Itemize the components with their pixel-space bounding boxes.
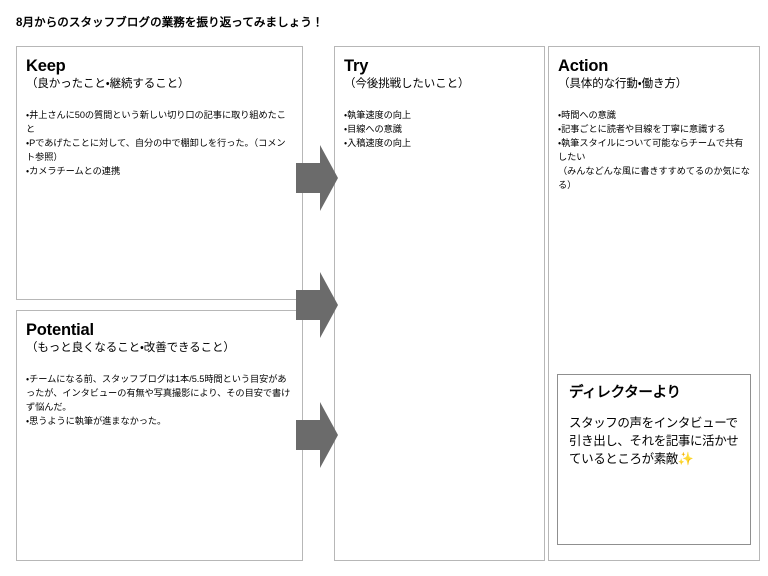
panel-potential-body: ・チームになる前、スタッフブログは1本/5.5時間という目安があったが、インタビ…	[26, 373, 291, 426]
panel-try-subtitle: （今後挑戦したいこと）	[344, 78, 470, 91]
arrow-middle-to-try-icon	[296, 272, 338, 338]
panel-try-body: ・執筆速度の向上 ・目線への意識 ・入稿速度の向上	[344, 109, 412, 148]
panel-try: Try （今後挑戦したいこと） ・執筆速度の向上 ・目線への意識 ・入稿速度の向…	[334, 46, 545, 561]
director-comment-body: スタッフの声をインタビューで引き出し、それを記事に活かせているところが素敵✨	[569, 415, 740, 469]
panel-potential-title: Potential	[26, 321, 94, 339]
panel-action-inner: Action （具体的な行動・働き方） ・時間への意識 ・記事ごとに読者や目線を…	[549, 47, 759, 193]
panel-keep: Keep （良かったこと・継続すること） ・井上さんに50の質問という新しい切り…	[16, 46, 303, 300]
panel-action-subtitle: （具体的な行動・働き方）	[558, 78, 688, 91]
panel-keep-inner: Keep （良かったこと・継続すること） ・井上さんに50の質問という新しい切り…	[17, 47, 302, 179]
panel-action-title: Action	[558, 57, 609, 75]
panel-try-inner: Try （今後挑戦したいこと） ・執筆速度の向上 ・目線への意識 ・入稿速度の向…	[335, 47, 544, 151]
panel-potential-subtitle: （もっと良くなること・改善できること）	[26, 342, 235, 355]
director-comment-text: スタッフの声をインタビューで引き出し、それを記事に活かせているところが素敵	[569, 415, 739, 467]
arrow-potential-to-try-icon	[296, 402, 338, 468]
panel-keep-body: ・井上さんに50の質問という新しい切り口の記事に取り組めたこと ・Pであげたこと…	[26, 109, 286, 176]
sparkles-icon: ✨	[677, 451, 694, 467]
director-comment-title: ディレクターより	[569, 385, 681, 401]
panel-action-body: ・時間への意識 ・記事ごとに読者や目線を丁寧に意識する ・執筆スタイルについて可…	[558, 109, 750, 190]
panel-potential-inner: Potential （もっと良くなること・改善できること） ・チームになる前、ス…	[17, 311, 302, 429]
page-title: 8月からのスタッフブログの業務を振り返ってみましょう！	[16, 17, 324, 29]
panel-try-title: Try	[344, 57, 369, 75]
panel-keep-title: Keep	[26, 57, 66, 75]
arrow-keep-to-try-icon	[296, 145, 338, 211]
panel-potential: Potential （もっと良くなること・改善できること） ・チームになる前、ス…	[16, 310, 303, 561]
panel-keep-subtitle: （良かったこと・継続すること）	[26, 78, 190, 91]
director-comment-box: ディレクターより スタッフの声をインタビューで引き出し、それを記事に活かせている…	[557, 374, 751, 545]
